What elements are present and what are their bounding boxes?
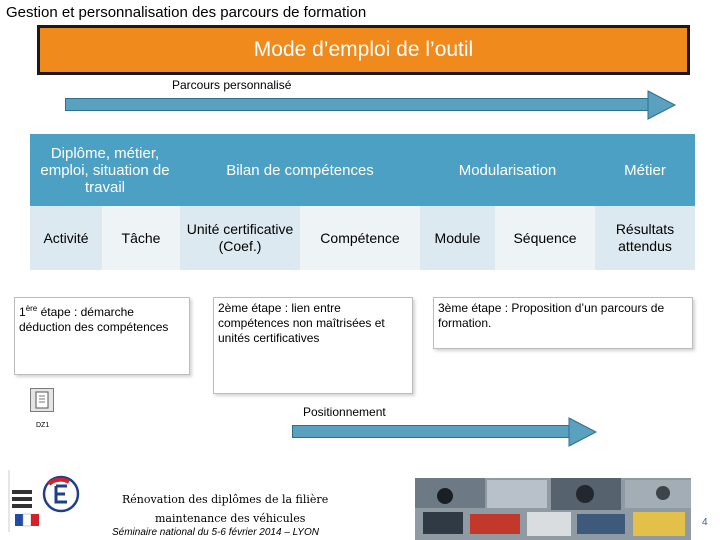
step1-prefix: 1	[19, 305, 26, 319]
step3-box: 3ème étape : Proposition d’un parcours d…	[433, 297, 693, 349]
education-logo	[8, 470, 80, 532]
workshop-photo	[415, 478, 691, 540]
footer-line2: maintenance des véhicules	[155, 512, 306, 525]
footer-line1: Rénovation des diplômes de la filière	[122, 493, 329, 506]
subheader-cell-activite: Activité	[30, 206, 102, 270]
banner: Mode d’emploi de l’outil	[37, 25, 690, 75]
banner-text: Mode d’emploi de l’outil	[253, 38, 474, 61]
step1-text: étape : démarche déduction des compétenc…	[19, 305, 169, 334]
step1-sup: ère	[25, 304, 38, 313]
footer-line3: Séminaire national du 5-6 février 2014 –…	[112, 527, 319, 538]
step2-box: 2ème étape : lien entre compétences non …	[213, 297, 413, 394]
subheader-cell-module: Module	[420, 206, 495, 270]
document-icon-label: DZ1	[36, 422, 50, 429]
header-cell-metier: Métier	[595, 134, 695, 206]
top-title: Gestion et personnalisation des parcours…	[6, 4, 367, 21]
subheader-cell-competence: Compétence	[300, 206, 420, 270]
subheader-cell-unite: Unité certificative (Coef.)	[180, 206, 300, 270]
step1-box: 1ère étape : démarche déduction des comp…	[14, 297, 190, 375]
document-icon	[30, 388, 54, 412]
positionnement-label: Positionnement	[303, 405, 386, 419]
step3-text: 3ème étape : Proposition d’un parcours d…	[438, 301, 665, 330]
step2-text: 2ème étape : lien entre compétences non …	[218, 301, 385, 345]
subheader-cell-sequence: Séquence	[495, 206, 595, 270]
top-arrow-head	[647, 90, 677, 120]
header-cell-bilan: Bilan de compétences	[180, 134, 420, 206]
subheader-cell-tache: Tâche	[102, 206, 180, 270]
header-cell-diplome: Diplôme, métier, emploi, situation de tr…	[30, 134, 180, 206]
subtitle: Parcours personnalisé	[172, 78, 292, 92]
page-number: 4	[702, 517, 708, 528]
bottom-arrow-head	[568, 417, 598, 447]
subheader-cell-resultats: Résultats attendus	[595, 206, 695, 270]
header-cell-modularisation: Modularisation	[420, 134, 595, 206]
